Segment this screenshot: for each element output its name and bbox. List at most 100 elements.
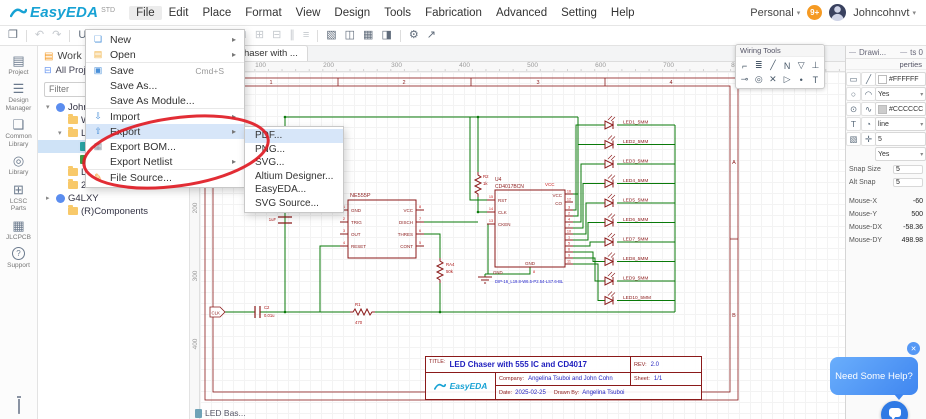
settings-icon[interactable]: ⚙ <box>408 29 419 41</box>
bus-icon[interactable]: ≣ <box>754 60 763 70</box>
probe-icon[interactable]: ◎ <box>754 74 763 84</box>
ic-cd4017[interactable] <box>487 189 573 268</box>
sidebar-item-library[interactable]: ◎ Library <box>8 153 29 177</box>
minimize-icon[interactable]: — <box>849 48 856 56</box>
property-row[interactable]: Mouse-X -60 <box>849 198 923 205</box>
export-submenu-item[interactable]: Altium Designer... <box>255 170 334 182</box>
property-row[interactable]: Snap Size 5 <box>849 164 923 175</box>
bom-table-icon[interactable]: ▦ <box>363 29 374 41</box>
menubar-menu[interactable]: Advanced <box>495 6 548 19</box>
sidebar-item-project[interactable]: ▤ Project <box>8 53 29 76</box>
distribute-h-icon[interactable]: ∥ <box>289 29 295 41</box>
ground-symbol[interactable] <box>478 276 492 284</box>
pin-icon[interactable]: ⊸ <box>740 74 749 84</box>
ground-icon[interactable]: ⊥ <box>811 60 820 70</box>
menu-item-import[interactable]: ⇩ Import ▸ <box>86 109 244 124</box>
bezier-tool-icon[interactable]: ∿ <box>861 102 876 116</box>
menubar-menu[interactable]: Help <box>610 6 635 19</box>
menubar-menu[interactable]: Tools <box>384 6 412 19</box>
export-submenu-item[interactable]: PDF... <box>245 129 343 143</box>
tree-expand-icon[interactable]: ▾ <box>58 130 62 137</box>
ic-ne555[interactable] <box>340 199 424 259</box>
easyeda-logo[interactable]: EasyEDA STD <box>10 4 115 21</box>
background-color-field[interactable]: #FFFFFF <box>875 72 926 86</box>
menubar-menu[interactable]: Format <box>245 6 282 19</box>
menubar-menu[interactable]: View <box>295 6 321 19</box>
property-row[interactable]: Alt Snap 5 <box>849 177 923 188</box>
wiring-tools-palette[interactable]: Wiring Tools ⌐ ≣ ╱ N ▽ ⊥ ⊸ ◎ ✕ ▷ <box>735 44 825 89</box>
export-submenu-item[interactable]: SVG Source... <box>255 197 319 209</box>
net-port-icon[interactable]: ▷ <box>783 74 791 84</box>
grid-visible-select[interactable]: Yes ▾ <box>875 87 926 101</box>
menu-item-save[interactable]: ▣ Save Cmd+S <box>93 64 224 77</box>
bottom-sheet-tab[interactable]: LED Bas... <box>195 408 246 418</box>
junction-icon[interactable]: • <box>799 74 803 85</box>
personal-dropdown[interactable]: Personal ▾ <box>750 6 801 19</box>
clk-net-flag[interactable]: CLK <box>209 306 226 318</box>
menu-item-save-as[interactable]: Save As... <box>110 79 158 92</box>
capacitors[interactable] <box>254 216 292 318</box>
grid-color-field[interactable]: #CCCCCC <box>875 102 926 116</box>
sidebar-item-design-manager[interactable]: ☰ Design Manager <box>5 81 32 112</box>
minimize-icon[interactable]: — <box>900 48 908 56</box>
text-icon[interactable]: T <box>812 74 819 85</box>
divider[interactable] <box>399 29 401 42</box>
menubar-menu[interactable]: Design <box>334 6 371 19</box>
no-connect-icon[interactable]: ✕ <box>769 74 777 84</box>
menu-item-export-bom[interactable]: ▦ Export BOM... <box>93 140 176 153</box>
username-dropdown[interactable]: Johncohnvt ▾ <box>853 6 916 19</box>
menubar-menu[interactable]: Setting <box>561 6 597 19</box>
ellipse-tool-icon[interactable]: ⊙ <box>846 102 861 116</box>
image-tool-icon[interactable]: ▧ <box>846 132 861 146</box>
bus-entry-icon[interactable]: ╱ <box>770 60 776 70</box>
rect-tool-icon[interactable]: ▭ <box>846 72 861 86</box>
sidebar-item-common-library[interactable]: ❑ Common Library <box>5 117 32 148</box>
avatar[interactable] <box>829 4 847 21</box>
menu-item-save-as-module[interactable]: Save As Module... <box>86 93 244 109</box>
photo-icon[interactable]: ▧ <box>326 29 337 41</box>
tree-expand-icon[interactable]: ▾ <box>46 104 50 111</box>
menubar-menu[interactable]: Fabrication <box>425 6 482 19</box>
sidebar-item-lcsc-parts[interactable]: ⊞ LCSC Parts <box>9 181 28 213</box>
align-center-h-icon[interactable]: ⊞ <box>254 29 265 41</box>
schematic-drawing[interactable]: 1 2 3 4 A B <box>200 72 845 419</box>
divider[interactable] <box>25 29 27 42</box>
redo-icon[interactable]: ↷ <box>52 29 62 41</box>
menubar-menu[interactable]: Place <box>202 6 232 19</box>
menubar-menu[interactable]: Edit <box>168 6 189 19</box>
origin-tool-icon[interactable]: ✛ <box>861 132 876 146</box>
property-row[interactable]: Mouse-DY 498.98 <box>849 237 923 244</box>
sidebar-item-jlcpcb[interactable]: ▦ JLCPCB <box>6 217 31 241</box>
export-submenu-item[interactable]: PNG... <box>255 143 286 155</box>
share-icon[interactable]: ↗ <box>426 29 436 41</box>
undo-icon[interactable]: ↶ <box>34 29 45 41</box>
layers-icon[interactable]: ◫ <box>344 29 356 41</box>
tree-item[interactable]: (R)Components <box>38 205 189 218</box>
text-tool-icon[interactable]: T <box>846 117 861 131</box>
net-label-icon[interactable]: N <box>783 60 791 71</box>
tree-expand-icon[interactable]: ▸ <box>46 195 50 202</box>
pie-tool-icon[interactable]: ◔ <box>861 117 876 131</box>
align-center-v-icon[interactable]: ⊟ <box>272 29 282 41</box>
export-submenu-item[interactable]: EasyEDA... <box>255 184 307 196</box>
sidebar-item-support[interactable]: ? Support <box>7 247 30 270</box>
snap-select[interactable]: Yes ▾ <box>875 147 926 161</box>
divider[interactable] <box>317 29 319 42</box>
property-row[interactable]: Mouse-Y 500 <box>849 211 923 218</box>
grid-size-input[interactable]: 5 <box>875 132 926 146</box>
property-row[interactable]: Mouse-DX -58.36 <box>849 224 923 231</box>
chat-button[interactable] <box>881 401 908 419</box>
wires[interactable] <box>225 116 676 313</box>
new-window-icon[interactable]: ❐ <box>8 29 18 41</box>
menu-item-export[interactable]: ⇧ Export ▸ <box>86 124 244 139</box>
tree-item[interactable]: ▸ G4LXY <box>46 192 99 204</box>
help-close-button[interactable]: ✕ <box>907 342 920 355</box>
wire-icon[interactable]: ⌐ <box>741 60 748 71</box>
distribute-v-icon[interactable]: ≡ <box>302 29 310 41</box>
export-submenu-item[interactable]: SVG... <box>255 157 285 169</box>
circle-tool-icon[interactable]: ○ <box>846 87 861 101</box>
drawing-tools-tab[interactable]: Drawi... <box>859 47 887 57</box>
polyline-tool-icon[interactable]: ╱ <box>861 72 876 86</box>
